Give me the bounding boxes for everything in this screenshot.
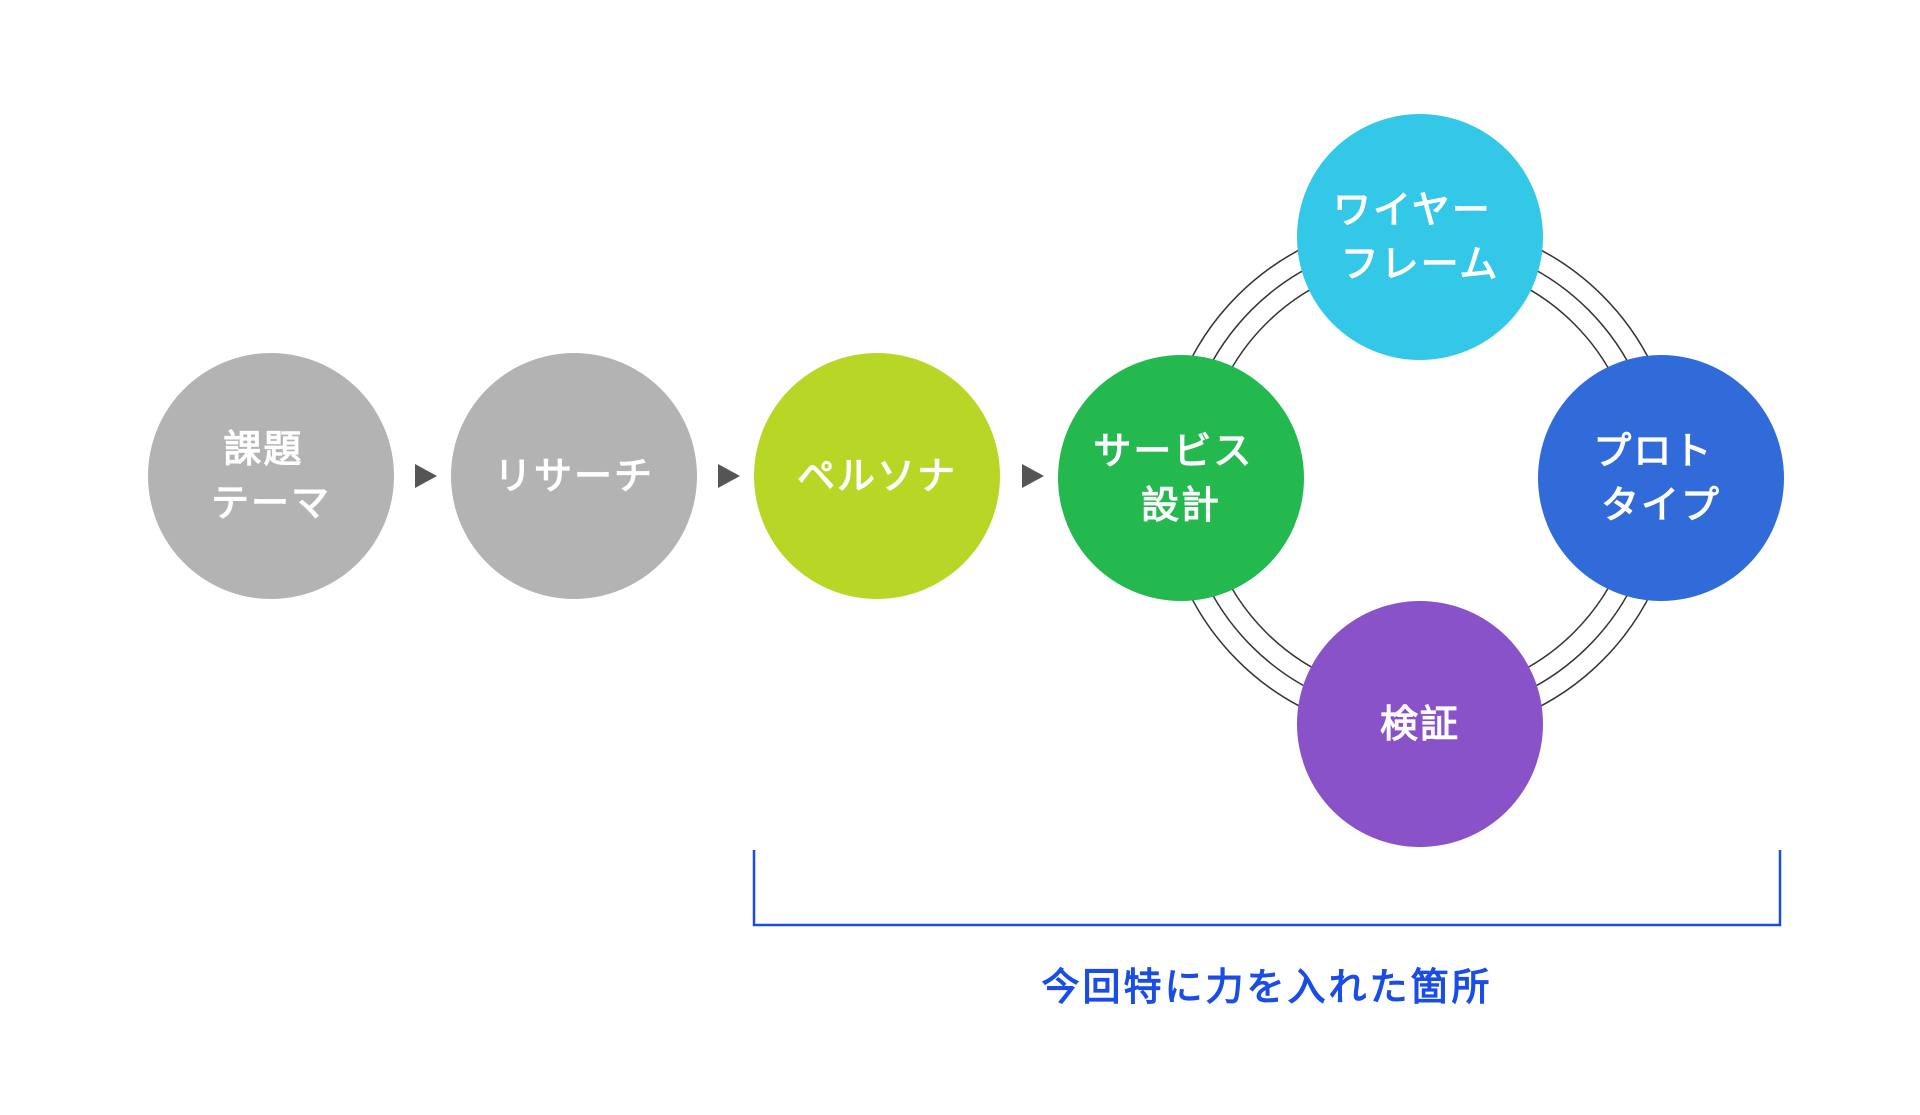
node-service-design-line-1: サービス — [1093, 429, 1253, 473]
node-wireframe: ワイヤー フレーム — [1297, 114, 1543, 360]
node-persona-line-1: ペルソナ — [797, 454, 957, 498]
node-service-design-circle — [1058, 355, 1304, 601]
node-prototype-line-1: プロト — [1593, 429, 1713, 473]
node-research: リサーチ — [451, 353, 697, 599]
node-verification-circle — [1297, 601, 1543, 847]
svg-text:プロト タイプ: プロト タイプ — [1593, 429, 1728, 527]
node-research-circle — [451, 353, 697, 599]
highlight-bracket — [752, 850, 1782, 927]
arrow-2 — [718, 464, 740, 488]
svg-text:ペルソナ: ペルソナ — [797, 454, 957, 498]
node-persona-circle — [754, 353, 1000, 599]
node-kadai-theme-line-2: テーマ — [211, 481, 331, 525]
node-wireframe-circle — [1297, 114, 1543, 360]
arrow-3 — [1022, 464, 1044, 488]
node-research-line-1: リサーチ — [494, 454, 654, 498]
svg-text:リサーチ: リサーチ — [494, 454, 654, 498]
arrow-1 — [415, 464, 437, 488]
svg-text:ワイヤー フレーム: ワイヤー フレーム — [1333, 188, 1507, 286]
node-prototype: プロト タイプ — [1538, 355, 1784, 601]
node-kadai-theme-circle — [148, 353, 394, 599]
node-prototype-line-2: タイプ — [1601, 483, 1721, 527]
svg-text:課題 テーマ: 課題 テーマ — [211, 427, 331, 525]
node-wireframe-line-2: フレーム — [1341, 242, 1500, 286]
highlight-caption: 今回特に力を入れた箇所 — [1041, 965, 1492, 1009]
node-wireframe-line-1: ワイヤー — [1333, 188, 1492, 232]
node-service-design-line-2: 設計 — [1141, 483, 1221, 527]
node-kadai-theme: 課題 テーマ — [148, 353, 394, 599]
svg-text:サービス 設計: サービス 設計 — [1093, 429, 1268, 527]
node-kadai-theme-line-1: 課題 — [223, 427, 303, 471]
node-verification-line-1: 検証 — [1380, 702, 1460, 746]
flow-arrows — [415, 464, 1044, 488]
node-persona: ペルソナ — [754, 353, 1000, 599]
node-prototype-circle — [1538, 355, 1784, 601]
node-verification: 検証 — [1297, 601, 1543, 847]
svg-text:検証: 検証 — [1380, 702, 1460, 746]
node-service-design: サービス 設計 — [1058, 355, 1304, 601]
